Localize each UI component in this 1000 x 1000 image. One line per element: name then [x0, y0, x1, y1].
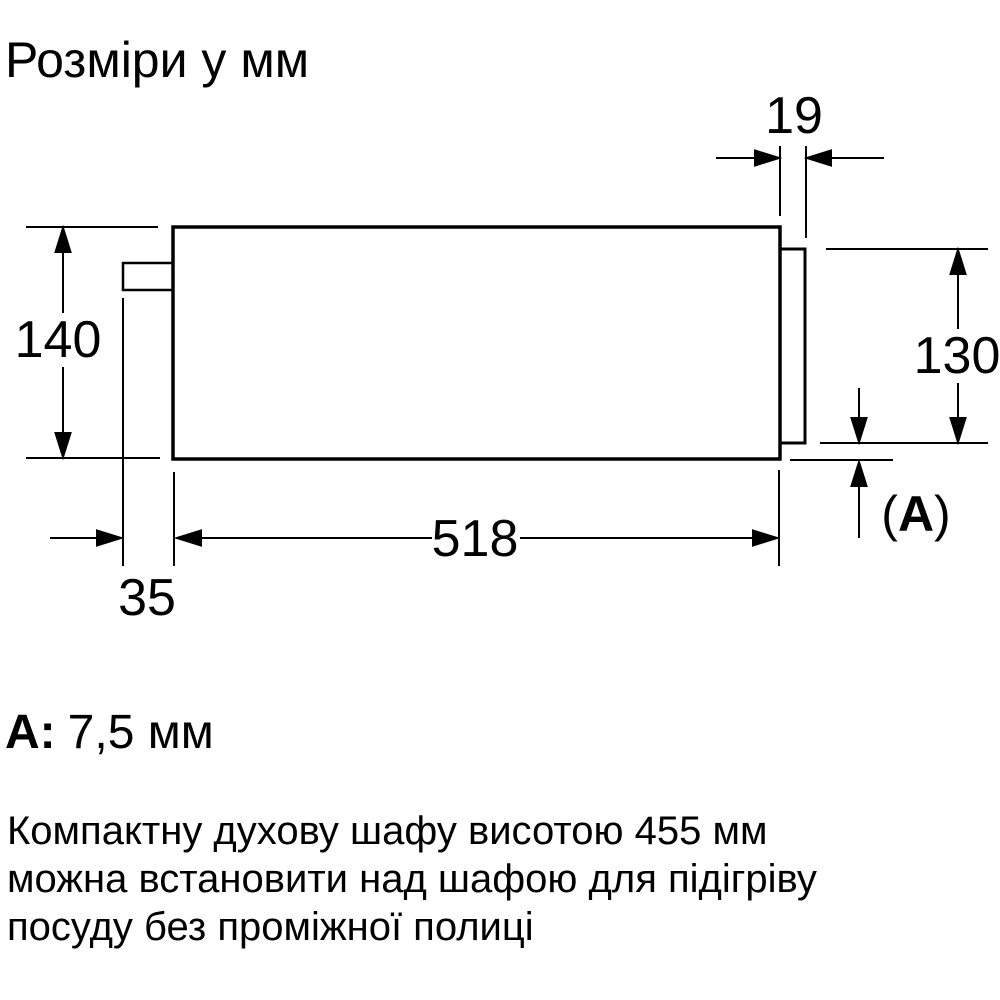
dim-518-label: 518: [431, 510, 519, 568]
dim-A-label: (A): [881, 489, 950, 539]
dim-19-label: 19: [765, 87, 823, 145]
dim-35-label: 35: [118, 569, 176, 627]
arrowhead-up-icon: [850, 458, 868, 487]
installation-note: Компактну духову шафу висотою 455 мм мож…: [7, 807, 817, 951]
paren-close: ): [934, 486, 951, 542]
arrowhead-left-icon: [803, 149, 832, 167]
arrowhead-down-icon: [850, 417, 868, 446]
gap-value-key: A:: [5, 706, 56, 759]
dim-130-label: 130: [913, 327, 1000, 385]
page-title: Розміри у мм: [5, 32, 310, 88]
dim-19-group: [716, 146, 884, 238]
gap-value-text: 7,5 мм: [67, 706, 214, 759]
arrowhead-down-icon: [54, 432, 72, 461]
drawer-body-outline: [171, 225, 782, 461]
dim-518-35-group: [50, 298, 781, 566]
gap-value-note: A:7,5 мм: [5, 705, 214, 760]
dim-130-group: [820, 246, 988, 446]
installation-note-line: посуду без проміжної полиці: [7, 905, 534, 949]
arrowhead-right-icon: [754, 149, 783, 167]
dim-A-group: [790, 388, 893, 538]
appliance-outline-group: [121, 225, 807, 461]
arrowhead-up-icon: [949, 246, 967, 275]
front-panel-outline: [778, 247, 807, 445]
arrowhead-up-icon: [54, 224, 72, 253]
dim-140-label: 140: [14, 311, 102, 369]
rear-protrusion-outline: [121, 261, 175, 292]
arrowhead-left-icon: [173, 529, 202, 547]
arrowhead-right-icon: [96, 529, 125, 547]
paren-open: (: [881, 486, 898, 542]
arrowhead-down-icon: [949, 417, 967, 446]
installation-note-line: можна встановити над шафою для підігріву: [7, 857, 817, 901]
dim-A-letter: A: [897, 486, 935, 542]
installation-note-line: Компактну духову шафу висотою 455 мм: [7, 809, 768, 853]
arrowhead-right-icon: [752, 529, 781, 547]
dimension-diagram: [26, 146, 988, 566]
dim-140-group: [26, 224, 160, 461]
